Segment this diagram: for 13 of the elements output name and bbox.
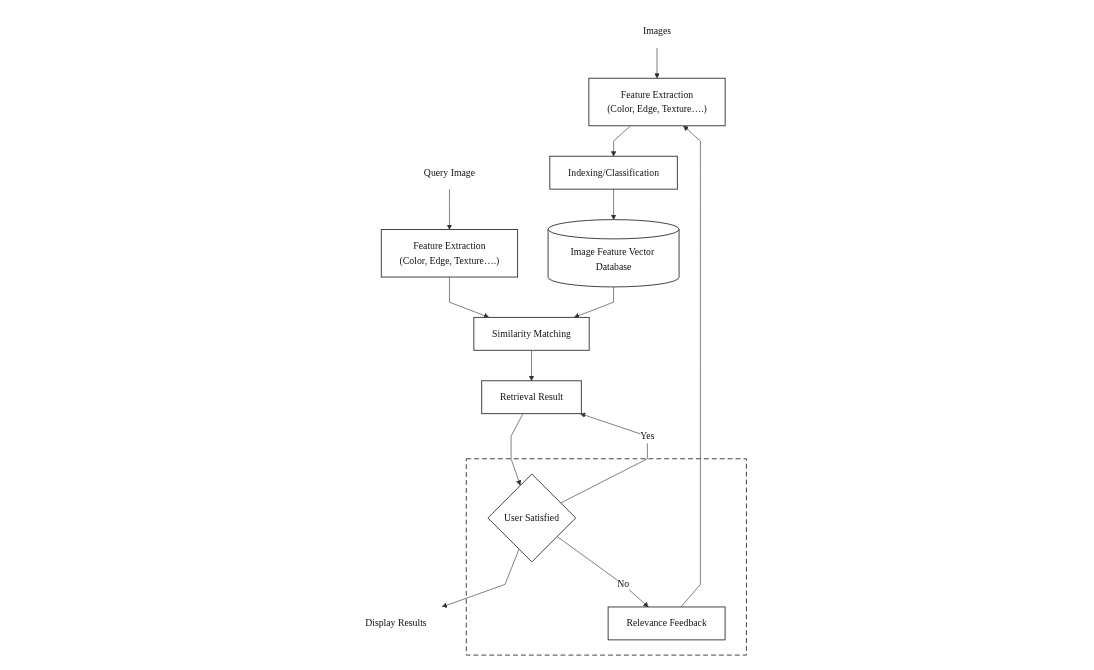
node-box: Feature Extraction (Color, Edge, Texture….) <box>588 77 726 127</box>
node-text: Display Results <box>365 617 427 629</box>
node-box: Similarity Matching <box>473 316 590 351</box>
node-box: Relevance Feedback <box>608 606 726 641</box>
node-box: Indexing/Classification <box>549 155 679 190</box>
cluster <box>466 458 748 656</box>
edge-label: No <box>617 578 630 590</box>
node-box: Retrieval Result <box>481 380 583 415</box>
node-diamond: User Satisfied <box>487 473 577 563</box>
node-box: Feature Extraction (Color, Edge, Texture….) <box>381 229 519 278</box>
edge-label: Yes <box>640 430 655 442</box>
node-text: Query Image <box>424 167 476 178</box>
node-text: Images <box>643 25 672 37</box>
